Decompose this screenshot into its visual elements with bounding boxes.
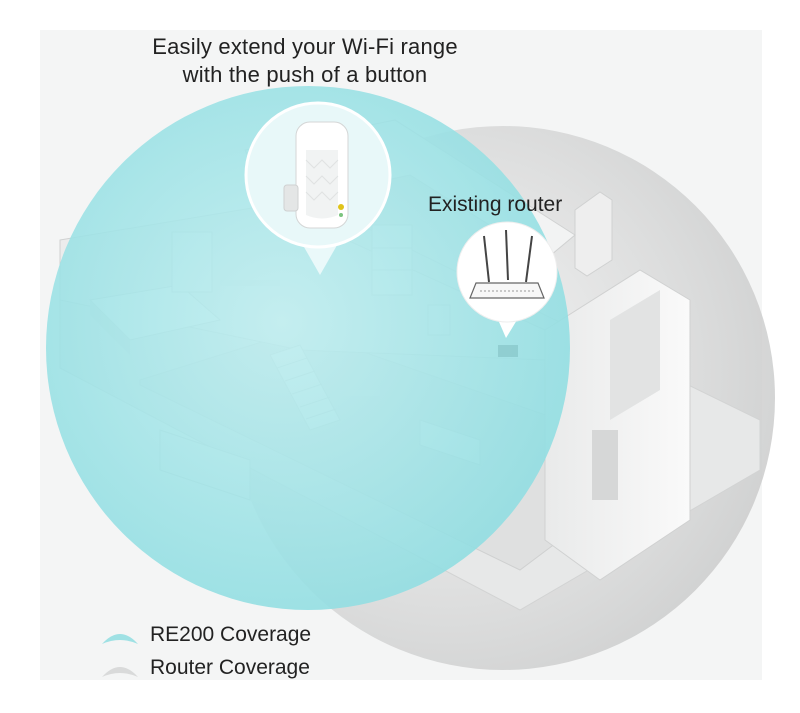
router-label: Existing router [428,193,563,216]
extender-coverage-area [46,86,570,610]
legend-label-router: Router Coverage [150,655,310,679]
router-callout [456,221,558,338]
wifi-router-device [469,229,545,299]
range-extender-device [283,121,349,229]
headline: Easily extend your Wi-Fi range with the … [110,33,500,89]
headline-line-2: with the push of a button [182,62,428,87]
legend-item-extender: RE200 Coverage [100,618,311,651]
legend-label-extender: RE200 Coverage [150,622,312,646]
headline-line-1: Easily extend your Wi-Fi range [152,34,458,59]
coverage-legend: RE200 Coverage Router Coverage [100,618,311,684]
router-coverage-swatch-icon [102,666,138,677]
extender-callout [244,101,392,275]
legend-item-router: Router Coverage [100,651,311,684]
extender-coverage-swatch-icon [102,633,138,644]
